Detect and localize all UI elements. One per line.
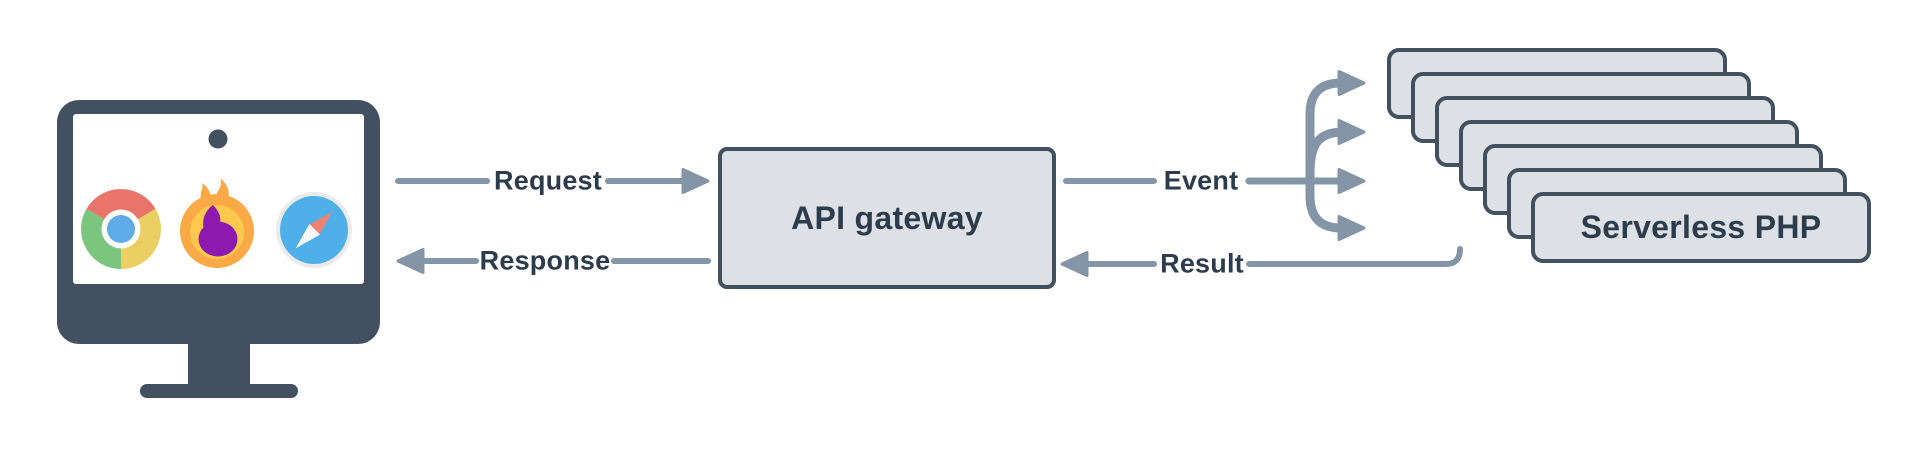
response-label: Response <box>479 245 611 276</box>
fan-arrowhead-icon <box>1337 168 1366 194</box>
result-arrowhead-icon <box>1060 251 1089 277</box>
request-arrow <box>395 168 710 194</box>
serverless-php-label: Serverless PHP <box>1580 209 1822 245</box>
event-label: Event <box>1163 165 1239 196</box>
safari-icon <box>276 192 352 268</box>
fan-arrowhead-icon <box>1337 70 1366 96</box>
result-arrow <box>1060 246 1463 277</box>
request-arrowhead-icon <box>681 168 710 194</box>
response-arrowhead-icon <box>396 248 425 274</box>
fan-arrowhead-icon <box>1337 119 1366 145</box>
fan-out-arrows <box>1305 70 1366 241</box>
chrome-icon <box>81 189 161 269</box>
computer-monitor-icon <box>57 100 380 398</box>
firefox-icon <box>180 178 254 268</box>
api-gateway-box: API gateway <box>718 147 1056 289</box>
webcam-dot <box>208 129 228 149</box>
monitor-stand-base <box>140 384 298 398</box>
monitor-stand-neck <box>188 344 250 386</box>
response-arrow <box>396 248 711 274</box>
api-gateway-label: API gateway <box>791 199 983 236</box>
request-label: Request <box>494 165 602 196</box>
result-label: Result <box>1160 248 1244 279</box>
serverless-box-front: Serverless PHP <box>1531 192 1871 263</box>
fan-arrowhead-icon <box>1337 215 1366 241</box>
